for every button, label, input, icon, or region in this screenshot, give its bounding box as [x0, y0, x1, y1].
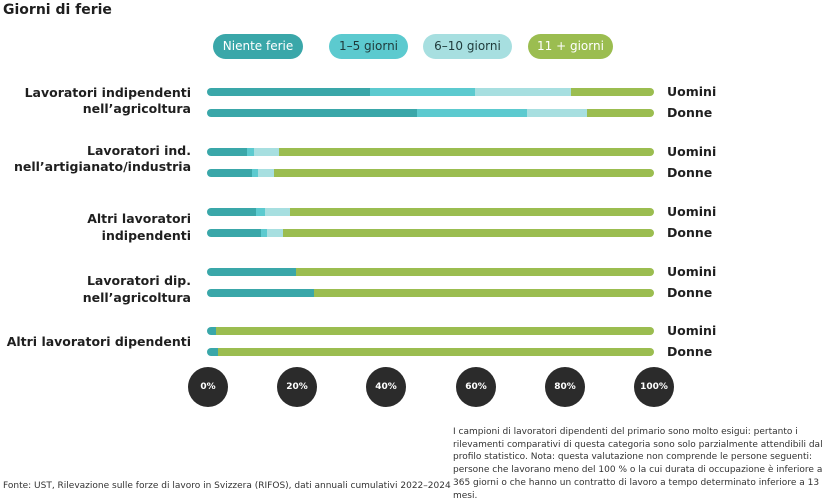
chart-title: Giorni di ferie	[3, 2, 112, 18]
category-label: Lavoratori ind.	[87, 143, 191, 158]
x-tick-40: 40%	[366, 367, 406, 407]
legend-none: Niente ferie	[213, 34, 303, 59]
stacked-bar-men	[207, 148, 654, 156]
stacked-bar-men	[207, 268, 654, 276]
bar-segment-11plus-days	[586, 109, 654, 117]
x-tick-0: 0%	[188, 367, 228, 407]
bar-segment-1-5-days	[370, 88, 476, 96]
bar-segment-none	[207, 208, 257, 216]
category-label: Lavoratori indipendenti	[24, 85, 191, 100]
legend-1-5-days: 1–5 giorni	[329, 34, 408, 59]
x-tick-100: 100%	[634, 367, 674, 407]
legend-6-10-days: 6–10 giorni	[423, 34, 512, 59]
bar-segment-11plus-days	[571, 88, 654, 96]
bar-segment-none	[207, 88, 371, 96]
stacked-bar-men	[207, 88, 654, 96]
bar-segment-1-5-days	[256, 208, 266, 216]
bar-segment-none	[207, 348, 219, 356]
stacked-bar-women	[207, 348, 654, 356]
sex-label-men: Uomini	[667, 323, 717, 338]
bar-segment-11plus-days	[218, 348, 654, 356]
category-label: nell’artigianato/industria	[13, 159, 191, 174]
bar-segment-none	[207, 289, 315, 297]
bar-segment-11plus-days	[314, 289, 654, 297]
bar-segment-none	[207, 169, 252, 177]
bar-segment-none	[207, 229, 261, 237]
category-label: Lavoratori dip. nell’agricoltura	[82, 273, 191, 305]
bar-segment-11plus-days	[282, 229, 654, 237]
bar-segment-1-5-days	[251, 169, 259, 177]
footnote: I campioni di lavoratori dipendenti del …	[453, 427, 823, 501]
bar-segment-1-5-days	[417, 109, 527, 117]
sex-label-women: Donne	[667, 225, 713, 240]
source-note: Fonte: UST, Rilevazione sulle forze di l…	[3, 481, 451, 491]
category-label: nell’agricoltura	[82, 101, 191, 116]
x-tick-60: 60%	[456, 367, 496, 407]
bar-segment-6-10-days	[267, 229, 283, 237]
bar-segment-6-10-days	[526, 109, 587, 117]
stacked-bar-women	[207, 229, 654, 237]
bar-segment-11plus-days	[274, 169, 654, 177]
sex-label-men: Uomini	[667, 144, 717, 159]
sex-label-men: Uomini	[667, 84, 717, 99]
x-tick-20: 20%	[277, 367, 317, 407]
bar-segment-none	[207, 148, 248, 156]
bar-segment-1-5-days	[260, 229, 268, 237]
bar-segment-11plus-days	[296, 268, 654, 276]
stacked-bar-women	[207, 109, 654, 117]
sex-label-men: Uomini	[667, 264, 717, 279]
legend-11plus-days: 11 + giorni	[528, 34, 613, 59]
bar-segment-6-10-days	[475, 88, 572, 96]
stacked-bar-women	[207, 289, 654, 297]
sex-label-women: Donne	[667, 344, 713, 359]
sex-label-men: Uomini	[667, 204, 717, 219]
bar-segment-none	[207, 327, 216, 335]
stacked-bar-men	[207, 208, 654, 216]
sex-label-women: Donne	[667, 165, 713, 180]
bar-segment-11plus-days	[289, 208, 654, 216]
bar-segment-none	[207, 109, 418, 117]
bar-segment-none	[207, 268, 297, 276]
sex-label-women: Donne	[667, 285, 713, 300]
bar-segment-6-10-days	[258, 169, 275, 177]
stacked-bar-men	[207, 327, 654, 335]
bar-segment-1-5-days	[247, 148, 254, 156]
category-label: Altri lavoratori indipendenti	[87, 211, 191, 243]
sex-label-women: Donne	[667, 105, 713, 120]
bar-segment-11plus-days	[278, 148, 654, 156]
stacked-bar-women	[207, 169, 654, 177]
x-tick-80: 80%	[545, 367, 585, 407]
bar-segment-11plus-days	[215, 327, 654, 335]
category-label: Altri lavoratori dipendenti	[6, 334, 191, 349]
bar-segment-6-10-days	[265, 208, 290, 216]
bar-segment-6-10-days	[253, 148, 279, 156]
